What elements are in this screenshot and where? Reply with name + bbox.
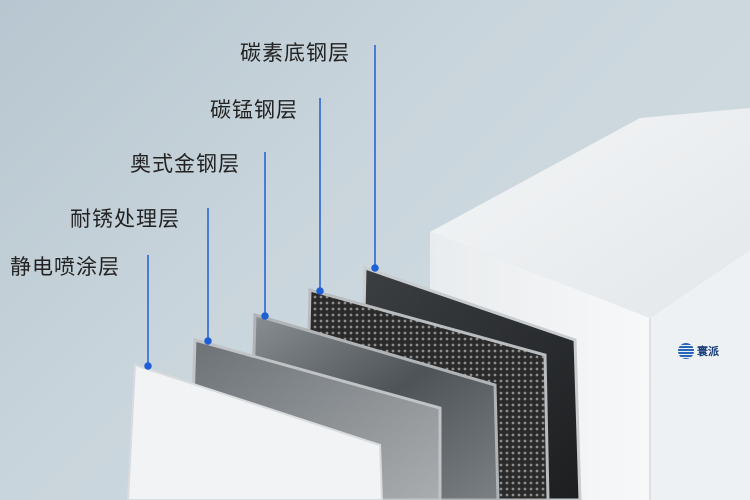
- layer-label-carbon-manganese-steel: 碳锰钢层: [210, 98, 298, 122]
- brand-logo: 寰派: [678, 343, 719, 359]
- layer-label-rust-treatment: 耐锈处理层: [70, 207, 180, 231]
- layer-label-austenitic-steel: 奥式金钢层: [130, 152, 240, 176]
- leader-lines: [144, 45, 379, 370]
- layer-label-electrostatic-coating: 静电喷涂层: [10, 255, 120, 279]
- panel-electrostatic-coating: [126, 363, 384, 500]
- layer-label-carbon-steel-base: 碳素底钢层: [240, 41, 350, 65]
- brand-logo-icon: [678, 343, 694, 359]
- brand-logo-text: 寰派: [697, 345, 719, 358]
